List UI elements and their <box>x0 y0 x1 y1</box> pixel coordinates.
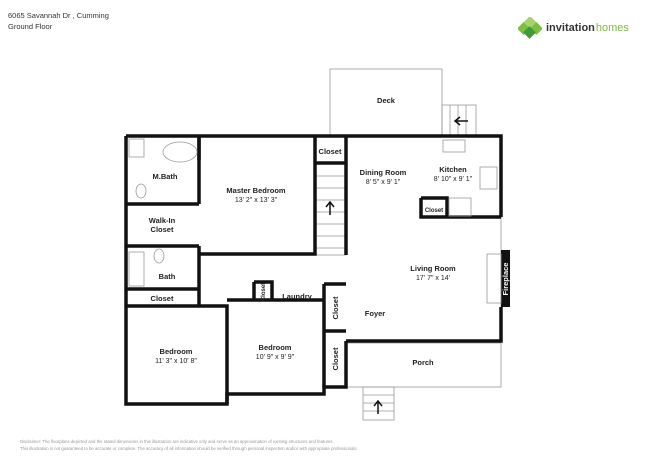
logo-icon <box>518 17 542 39</box>
porch-steps <box>362 386 395 421</box>
stove-icon <box>479 166 498 190</box>
room-label-bath: Bath <box>159 272 176 281</box>
fridge-icon <box>448 197 472 217</box>
room-dim-dining: 8' 5" x 9' 1" <box>366 179 401 186</box>
room-label-closet-bed2: Closet <box>331 347 340 370</box>
room-dim-master-bedroom: 13' 2" x 13' 3" <box>235 197 278 204</box>
room-label-mbath: M.Bath <box>153 172 178 181</box>
room-label-master-bedroom: Master Bedroom <box>226 186 286 195</box>
toilet-icon <box>135 183 147 199</box>
room-label-laundry: Laundry <box>282 292 312 301</box>
room-label-bedroom2: Bedroom <box>259 343 292 352</box>
room-label-deck: Deck <box>377 96 396 105</box>
room-dim-bedroom2: 10' 9" x 9' 9" <box>256 354 295 361</box>
room-label-closet-left: Closet <box>151 294 174 303</box>
room-label-bedroom1: Bedroom <box>160 347 193 356</box>
room-label-walkin-2: Closet <box>151 225 174 234</box>
room-label-living: Living Room <box>410 264 456 273</box>
room-label-walkin-1: Walk-In <box>149 216 176 225</box>
shower-icon <box>128 138 145 158</box>
room-label-foyer: Foyer <box>365 309 386 318</box>
disclaimer-line-2: This illustration is not guaranteed to b… <box>20 446 358 451</box>
interior-stairs <box>315 163 347 256</box>
room-label-porch: Porch <box>412 358 434 367</box>
room-label-closet-kitchen: Closet <box>425 208 443 214</box>
deck-steps <box>441 104 477 137</box>
disclaimer-line-1: Disclaimer: The floorplans depicted and … <box>20 439 334 444</box>
room-label-closet-master: Closet <box>319 147 342 156</box>
sink-icon <box>442 139 466 153</box>
walls <box>124 134 503 406</box>
room-label-kitchen: Kitchen <box>439 165 467 174</box>
fireplace-label: Fireplace <box>501 263 510 296</box>
fireplace-hearth <box>486 253 502 304</box>
toilet-icon <box>153 248 165 264</box>
floor-label: Ground Floor <box>8 22 53 31</box>
bathtub-icon <box>162 141 198 163</box>
room-dim-living: 17' 7" x 14' <box>416 275 450 282</box>
property-address: 6065 Savannah Dr , Cumming <box>8 11 109 20</box>
bathtub-icon <box>128 251 145 287</box>
room-label-closet-laundry: Closet <box>261 283 267 301</box>
room-dim-bedroom1: 11' 3" x 10' 8" <box>155 358 197 365</box>
room-dim-kitchen: 8' 10" x 9' 1" <box>434 176 473 183</box>
logo-word-homes: homes <box>595 22 629 34</box>
room-label-closet-hall: Closet <box>331 296 340 319</box>
logo-word-invitation: invitation <box>546 22 595 34</box>
room-label-dining: Dining Room <box>360 168 407 177</box>
fireplace-block <box>501 250 510 307</box>
